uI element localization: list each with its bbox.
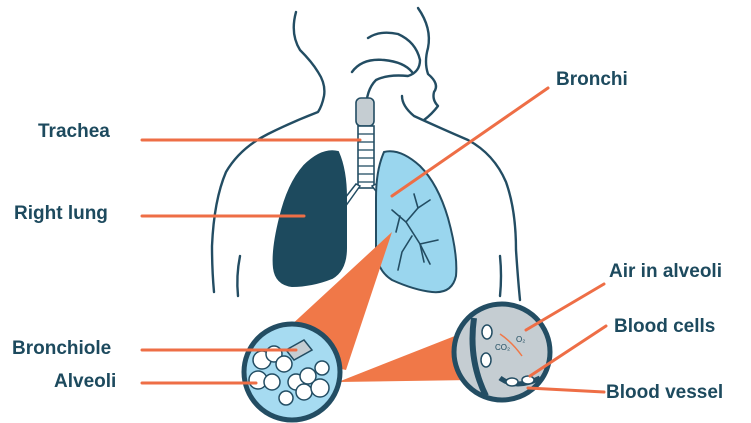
- air-in-alveoli-leader: [526, 284, 604, 330]
- larynx: [356, 98, 374, 126]
- alveoli-inset: [244, 324, 340, 420]
- label-blood-cells: Blood cells: [614, 317, 715, 336]
- blood-vessel-inset-circle: [454, 304, 550, 400]
- blood-vessel-inset: CO₂ O₂: [454, 304, 550, 400]
- bronchi-leader: [392, 88, 548, 196]
- label-alveoli: Alveoli: [54, 372, 116, 391]
- label-bronchi: Bronchi: [556, 70, 628, 89]
- label-air-in-alveoli: Air in alveoli: [609, 262, 722, 281]
- mouth-cavity: [352, 60, 412, 72]
- left-lung: [376, 151, 456, 292]
- right-lung: [274, 151, 346, 286]
- o2-label: O₂: [516, 335, 525, 344]
- arm-inner-left: [237, 256, 240, 296]
- label-right-lung: Right lung: [14, 204, 108, 223]
- trachea-tube: [358, 126, 374, 188]
- blood-vessel-leader: [528, 388, 604, 392]
- co2-label: CO₂: [495, 343, 510, 352]
- arm-inner-right: [500, 256, 501, 296]
- label-trachea: Trachea: [38, 122, 110, 141]
- label-bronchiole: Bronchiole: [12, 339, 111, 358]
- label-blood-vessel: Blood vessel: [606, 383, 723, 402]
- face-outline: [418, 8, 438, 120]
